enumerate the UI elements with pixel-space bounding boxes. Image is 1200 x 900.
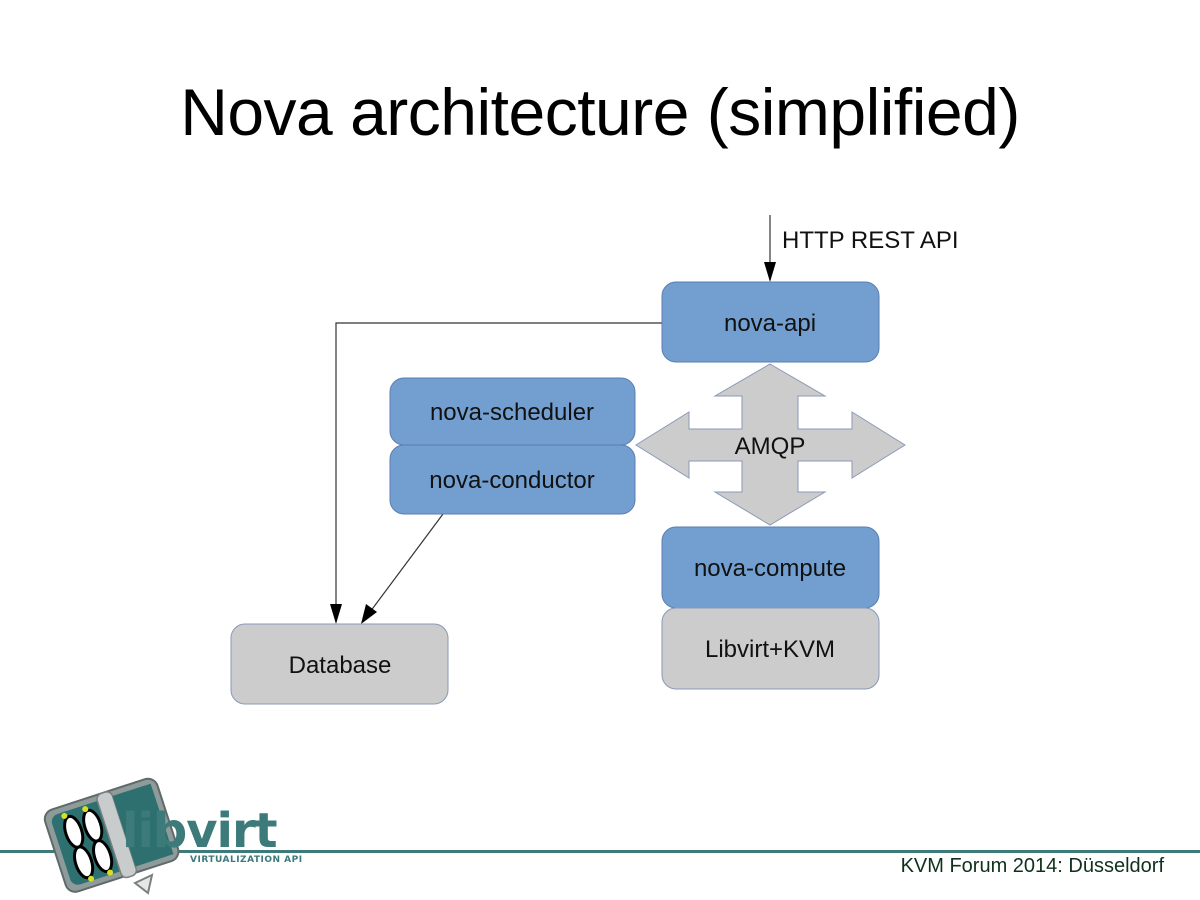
http-arrowhead [764,262,776,282]
nova-conductor-label: nova-conductor [429,467,594,494]
nova-compute-node: nova-compute [661,526,880,609]
database-label: Database [289,652,392,679]
footer-divider [0,850,1200,853]
nova-api-label: nova-api [724,310,816,337]
http-rest-api-label: HTTP REST API [782,227,959,254]
libvirt-kvm-label: Libvirt+KVM [705,636,835,663]
amqp-cross-arrow-icon [635,363,906,526]
nova-conductor-node: nova-conductor [389,444,636,515]
conductor-db-line [369,513,444,613]
http-edge: HTTP REST API [764,215,959,282]
slide-title: Nova architecture (simplified) [180,75,1020,149]
libvirt-logo-tagline: VIRTUALIZATION API [190,855,303,865]
libvirt-logo-icon [43,777,180,895]
libvirt-logo-wordmark: libvirt [122,803,277,859]
amqp-label: AMQP [735,433,806,460]
nova-api-node: nova-api [661,281,880,363]
libvirt-logo: libvirt VIRTUALIZATION API [43,777,303,895]
nova-scheduler-label: nova-scheduler [430,399,594,426]
api-db-line [335,322,662,608]
api-to-database-edge [330,322,662,624]
footer-event-label: KVM Forum 2014: Düsseldorf [900,855,1164,877]
amqp-node: AMQP [635,363,906,526]
libvirt-kvm-node: Libvirt+KVM [661,607,880,690]
nova-compute-label: nova-compute [694,555,846,582]
database-node: Database [230,623,449,705]
nova-scheduler-node: nova-scheduler [389,377,636,446]
conductor-db-arrowhead [361,604,377,624]
conductor-to-database-edge [361,513,444,624]
api-db-arrowhead [330,604,342,624]
